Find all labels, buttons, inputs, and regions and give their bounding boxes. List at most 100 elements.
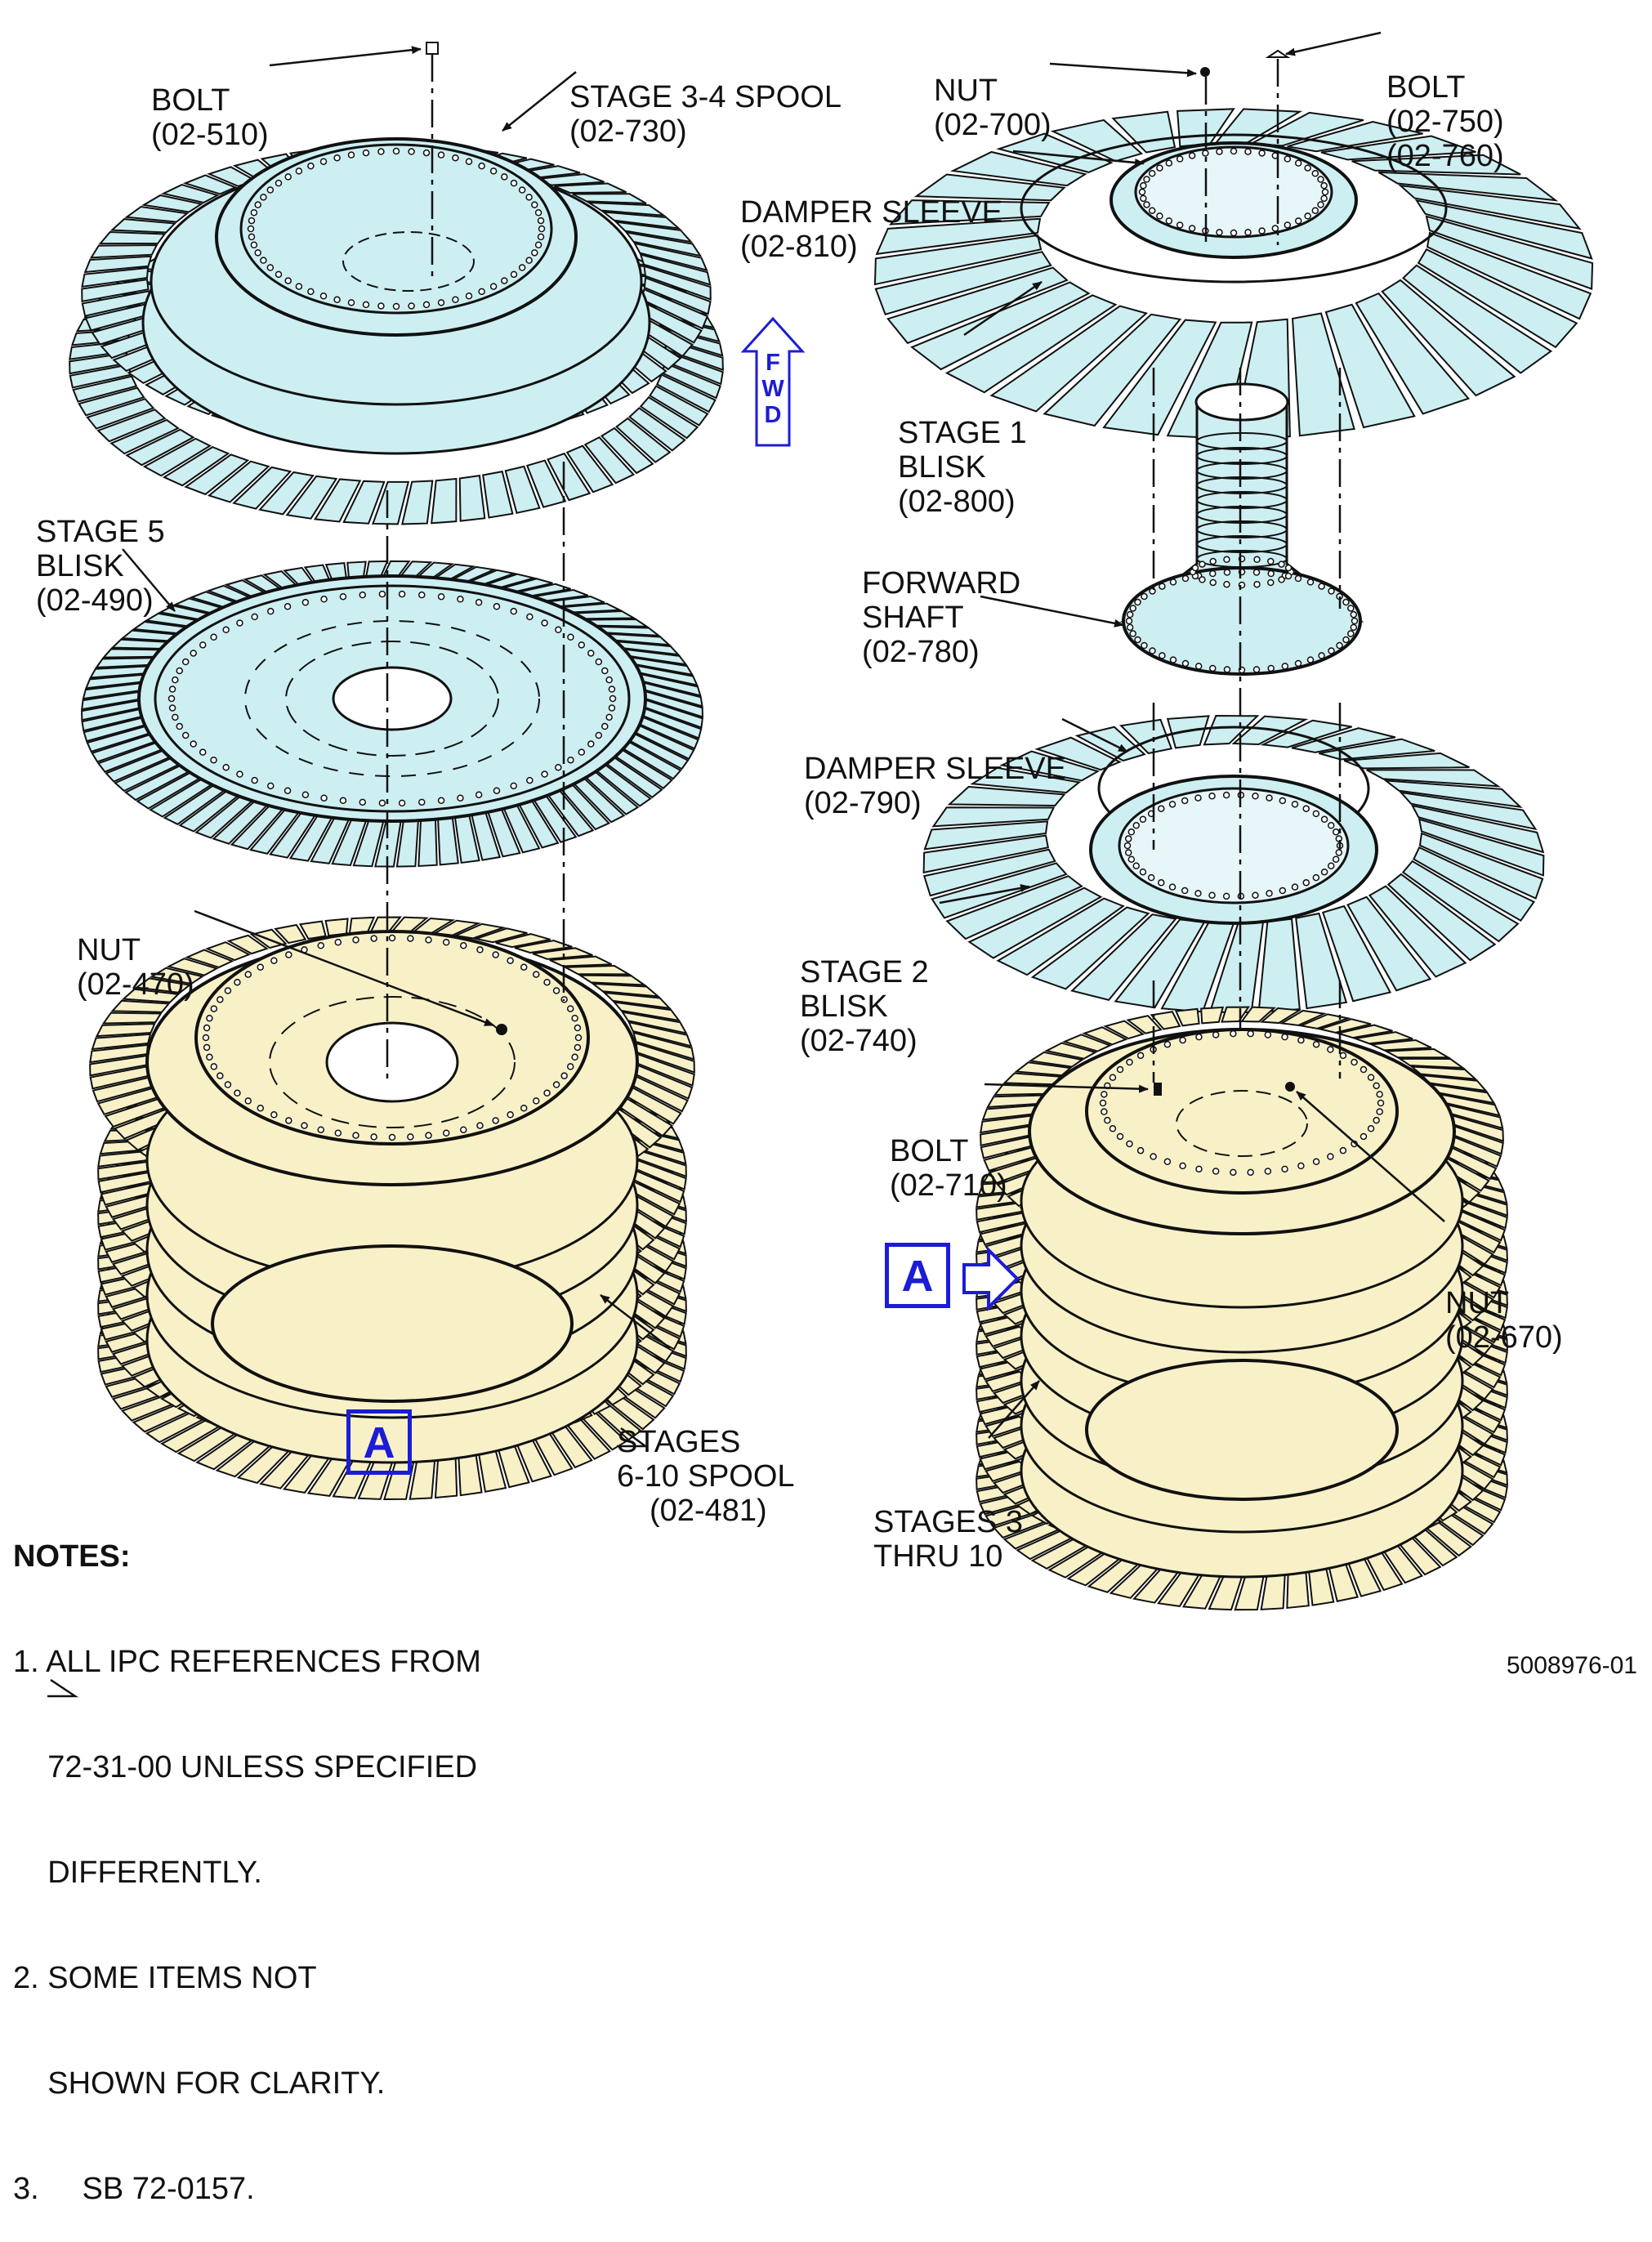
bolt-hole: [1158, 805, 1165, 812]
bolt-hole: [493, 603, 501, 610]
bolt-hole: [398, 590, 406, 598]
blade: [514, 940, 573, 954]
stage-1-blades: [873, 108, 1594, 440]
blade: [1418, 818, 1545, 877]
bolt-hole: [1116, 1132, 1124, 1141]
bolt-hole: [260, 194, 267, 201]
bolt-hole: [172, 713, 179, 721]
bolt-hole: [1126, 610, 1134, 619]
blade: [482, 470, 514, 519]
bolt-hole: [1129, 630, 1136, 637]
blade: [1381, 279, 1516, 397]
blade: [989, 305, 1149, 413]
bolt-hole: [1302, 879, 1310, 887]
bolt-hole: [1347, 630, 1355, 637]
bolt-hole: [566, 1063, 574, 1070]
blade: [1343, 752, 1470, 770]
label-nut-02-470: NUT(02-470): [77, 933, 194, 1002]
bolt-hole: [1376, 1108, 1383, 1115]
bolt-hole: [555, 626, 562, 634]
bolt-hole: [1351, 617, 1359, 625]
blade: [453, 922, 507, 940]
blade: [504, 465, 541, 514]
bolt-hole: [478, 288, 485, 296]
bolt-hole: [1347, 605, 1355, 612]
stages-6-10-dash: [269, 996, 516, 1128]
stages-3-10-aft-hub: [1085, 1359, 1399, 1501]
forward-shaft-spline: [1196, 535, 1288, 553]
blade: [101, 1012, 163, 1025]
bolt-hole: [1209, 664, 1217, 672]
leader-stage-3-4-spool: [502, 71, 577, 132]
leader-damper-790: [1061, 717, 1128, 753]
blade: [1413, 846, 1536, 922]
bolt-hole: [1318, 583, 1325, 590]
bolt-hole: [203, 1043, 211, 1052]
bolt-hole: [359, 798, 367, 806]
blade: [873, 234, 1043, 286]
bolt-hole: [531, 249, 538, 257]
blade: [98, 231, 167, 245]
bolt-hole: [301, 1122, 308, 1129]
stages-6-10-bolt-ring: [202, 934, 583, 1141]
blade: [945, 875, 1083, 940]
bolt-hole: [1138, 188, 1146, 196]
bolt-hole: [347, 151, 355, 159]
bolt-hole: [1156, 212, 1163, 220]
bolt-hole: [1149, 647, 1156, 654]
blade: [1174, 1007, 1200, 1027]
bolt-hole: [1216, 148, 1223, 155]
nut-02-670: [1285, 1082, 1295, 1092]
leader-bolt-710: [984, 1083, 1149, 1093]
bolt-hole: [222, 626, 230, 634]
bolt-hole: [1140, 181, 1147, 190]
blade: [583, 436, 636, 485]
blade: [999, 750, 1101, 782]
bolt-hole: [317, 1126, 324, 1133]
bolt-hole: [552, 1081, 560, 1088]
bolt-hole: [1148, 207, 1156, 214]
bolt-hole: [1267, 557, 1275, 565]
bolt-hole: [1101, 1091, 1108, 1098]
bolt-hole: [1367, 1125, 1375, 1132]
bolt-hole: [1109, 1074, 1117, 1081]
blade: [1396, 1057, 1466, 1070]
leader-nut-700: [1049, 62, 1197, 78]
bolt-hole: [1169, 578, 1177, 586]
bolt-hole: [319, 293, 328, 300]
bolt-hole: [1291, 883, 1299, 891]
bolt-hole: [370, 1133, 377, 1141]
bolt-hole: [407, 1133, 414, 1141]
bolt-hole: [537, 217, 545, 225]
label-damper-sleeve-02-810: DAMPER SLEEVE(02-810): [740, 195, 1002, 264]
forward-shaft-spline: [1196, 506, 1288, 524]
blade: [185, 949, 234, 969]
bolt-hole: [460, 1126, 467, 1133]
bolt-hole: [442, 1129, 450, 1137]
bolt-hole: [605, 713, 613, 721]
blade: [1346, 895, 1432, 992]
forward-shaft-spline: [1196, 432, 1288, 450]
bolt-hole: [1109, 1125, 1117, 1132]
bolt-hole: [1339, 1052, 1347, 1060]
bolt-hole: [190, 740, 197, 748]
bolt-hole: [541, 619, 548, 627]
blade: [207, 460, 270, 503]
bolt-02-750-head: [1265, 49, 1291, 58]
stage-1-bolt-ring: [1138, 147, 1329, 237]
bolt-hole: [1169, 656, 1177, 663]
bolt-hole: [1159, 583, 1166, 590]
bolt-hole: [236, 619, 243, 627]
bolt-hole: [1339, 1146, 1347, 1154]
blade: [1398, 184, 1582, 230]
blade: [495, 933, 551, 949]
blade: [141, 194, 203, 213]
blade: [1082, 1026, 1128, 1046]
bolt-hole: [1284, 572, 1293, 580]
bolt-hole: [1360, 1132, 1368, 1141]
blade: [944, 294, 1118, 394]
bolt-hole: [1179, 1162, 1186, 1170]
bolt-hole: [1181, 574, 1190, 583]
